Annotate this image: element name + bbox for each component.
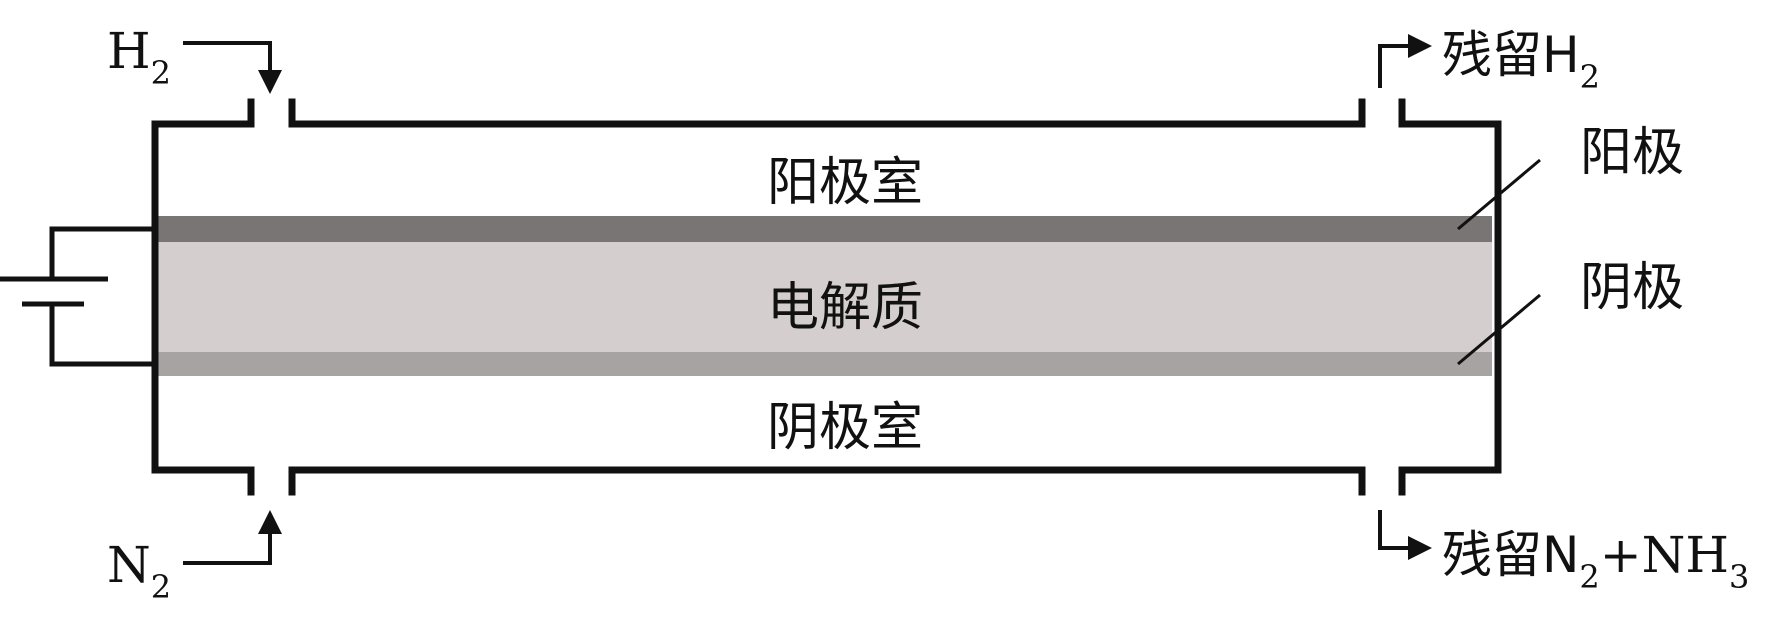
anode-layer: [155, 216, 1492, 242]
anode-label: 阳极: [1580, 123, 1684, 183]
battery-icon: [0, 226, 155, 367]
cathode-label: 阴极: [1580, 258, 1684, 318]
electrolyte-layer: [155, 242, 1492, 352]
h2-inlet-arrow: [183, 41, 282, 94]
cathode-chamber-label: 阴极室: [767, 398, 923, 458]
h2-outlet-label: 残留H2: [1442, 26, 1600, 96]
n2-inlet-arrow: [183, 510, 282, 565]
h2-outlet-arrow: [1378, 34, 1432, 88]
n2-inlet-label: N2: [107, 536, 171, 606]
anode-chamber-label: 阳极室: [767, 153, 923, 213]
anode-leader-line: [1457, 158, 1541, 231]
n2-nh3-outlet-label: 残留N2+NH3: [1442, 526, 1749, 596]
electrolyte-label: 电解质: [767, 278, 923, 338]
cell-outline: [151, 98, 1502, 496]
cathode-layer: [155, 352, 1492, 376]
h2-inlet-label: H2: [107, 22, 171, 92]
n2-outlet-arrow: [1378, 510, 1432, 560]
cathode-leader-line: [1457, 293, 1541, 366]
